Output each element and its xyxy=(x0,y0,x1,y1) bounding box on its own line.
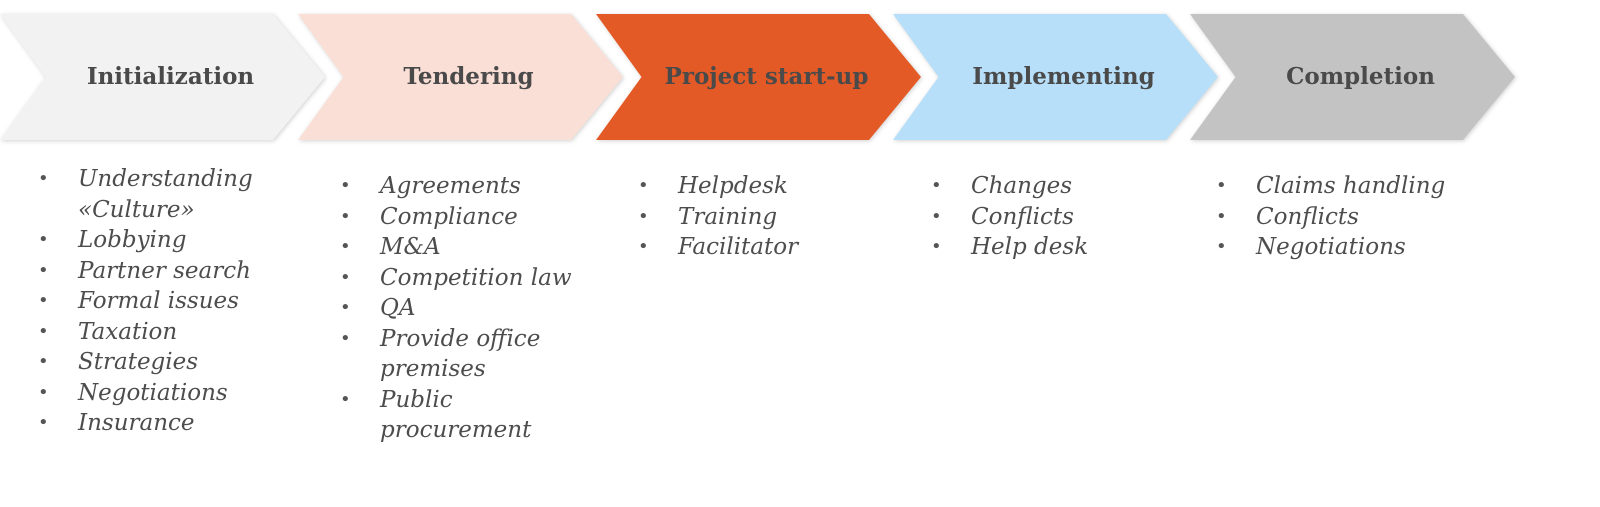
list-item: Taxation xyxy=(38,317,278,348)
list-item: Conflicts xyxy=(931,202,1171,233)
stage-title: Implementing xyxy=(972,63,1155,90)
list-item: Insurance xyxy=(38,408,278,439)
list-item: Understanding «Culture» xyxy=(38,164,278,225)
stage-chevron-tendering: Tendering xyxy=(298,14,623,140)
stage-chevron-initialization: Initialization xyxy=(0,14,325,140)
chevron-shape xyxy=(596,14,921,140)
implementing-item-list: ChangesConflictsHelp desk xyxy=(931,171,1171,263)
list-item: Partner search xyxy=(38,256,278,287)
stage-chevron-completion: Completion xyxy=(1190,14,1515,140)
stage-item-lists: Understanding «Culture»LobbyingPartner s… xyxy=(0,160,1600,500)
list-item: Changes xyxy=(931,171,1171,202)
list-item: Strategies xyxy=(38,347,278,378)
list-item: Facilitator xyxy=(638,232,878,263)
stage-chevron-implementing: Implementing xyxy=(893,14,1218,140)
list-item: Provide office premises xyxy=(340,324,575,385)
stage-title: Tendering xyxy=(403,63,534,90)
chevron-shape xyxy=(0,14,325,140)
list-item: Formal issues xyxy=(38,286,278,317)
list-item: Public procurement xyxy=(340,385,575,446)
list-item: Agreements xyxy=(340,171,575,202)
list-item: Lobbying xyxy=(38,225,278,256)
list-item: Claims handling xyxy=(1216,171,1476,202)
tendering-item-list: AgreementsComplianceM&ACompetition lawQA… xyxy=(340,171,575,446)
list-item: Negotiations xyxy=(1216,232,1476,263)
list-item: Training xyxy=(638,202,878,233)
chevron-shape xyxy=(893,14,1218,140)
stage-title: Completion xyxy=(1286,63,1435,90)
list-item: Competition law xyxy=(340,263,575,294)
list-item: M&A xyxy=(340,232,575,263)
list-item: Compliance xyxy=(340,202,575,233)
list-item: Help desk xyxy=(931,232,1171,263)
chevron-shape xyxy=(1190,14,1515,140)
completion-item-list: Claims handlingConflictsNegotiations xyxy=(1216,171,1476,263)
list-item: QA xyxy=(340,293,575,324)
project-start-up-item-list: HelpdeskTrainingFacilitator xyxy=(638,171,878,263)
list-item: Conflicts xyxy=(1216,202,1476,233)
stage-title: Initialization xyxy=(86,63,255,90)
process-chevron-row: Initialization Tendering Project start-u… xyxy=(0,0,1600,150)
initialization-item-list: Understanding «Culture»LobbyingPartner s… xyxy=(38,164,278,439)
list-item: Negotiations xyxy=(38,378,278,409)
chevron-shape xyxy=(298,14,623,140)
stage-title: Project start-up xyxy=(664,63,869,90)
stage-chevron-project-start-up: Project start-up xyxy=(596,14,921,140)
list-item: Helpdesk xyxy=(638,171,878,202)
